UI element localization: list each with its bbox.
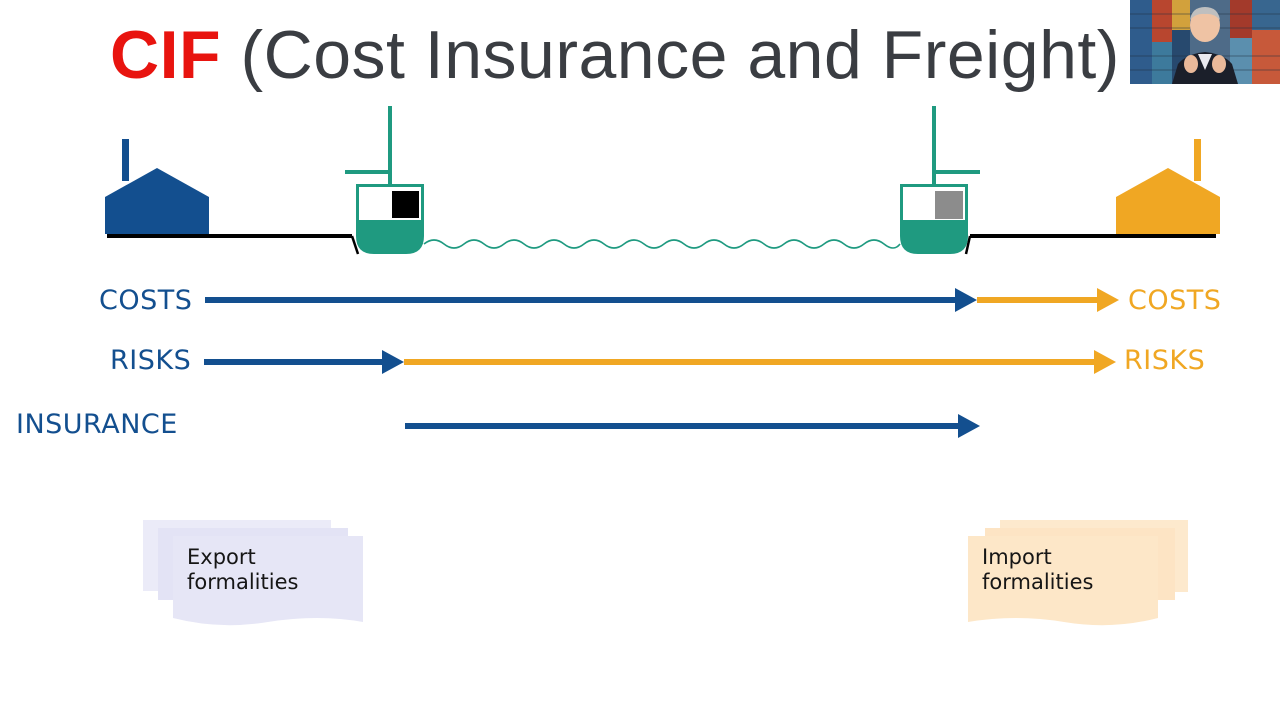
costs-buyer-label: COSTS: [1128, 285, 1222, 316]
risks-buyer-arrow: [404, 350, 1116, 374]
title-expansion: (Cost Insurance and Freight): [221, 17, 1120, 93]
insurance-arrow: [405, 414, 980, 438]
risks-seller-arrow: [204, 350, 404, 374]
costs-buyer-arrow: [977, 288, 1119, 312]
buyer-quay-edge: [964, 235, 972, 255]
costs-seller-arrow: [205, 288, 977, 312]
risks-buyer-label: RISKS: [1124, 345, 1206, 376]
origin-ship-icon: [345, 106, 424, 254]
title-abbreviation: CIF: [110, 17, 222, 93]
import-document-stack-icon: [968, 520, 1188, 626]
presenter-image: [1130, 0, 1280, 84]
export-formalities-line-1: Export: [187, 545, 256, 569]
seller-quay-edge: [350, 235, 360, 255]
import-formalities-line-1: Import: [982, 545, 1052, 569]
export-formalities-label: Export formalities: [187, 545, 298, 595]
sea-wave-line: [423, 239, 901, 249]
destination-ship-icon: [900, 106, 980, 254]
risks-seller-label: RISKS: [110, 345, 192, 376]
import-formalities-label: Import formalities: [982, 545, 1093, 595]
import-formalities-line-2: formalities: [982, 570, 1094, 594]
presenter-video-thumbnail: [1130, 0, 1280, 84]
buyer-factory-icon: [1116, 139, 1220, 234]
export-formalities-line-2: formalities: [187, 570, 299, 594]
slide-title: CIF (Cost Insurance and Freight): [110, 16, 1120, 94]
costs-seller-label: COSTS: [99, 285, 193, 316]
insurance-label: INSURANCE: [16, 409, 178, 440]
export-document-stack-icon: [143, 520, 363, 626]
seller-factory-icon: [105, 139, 209, 234]
